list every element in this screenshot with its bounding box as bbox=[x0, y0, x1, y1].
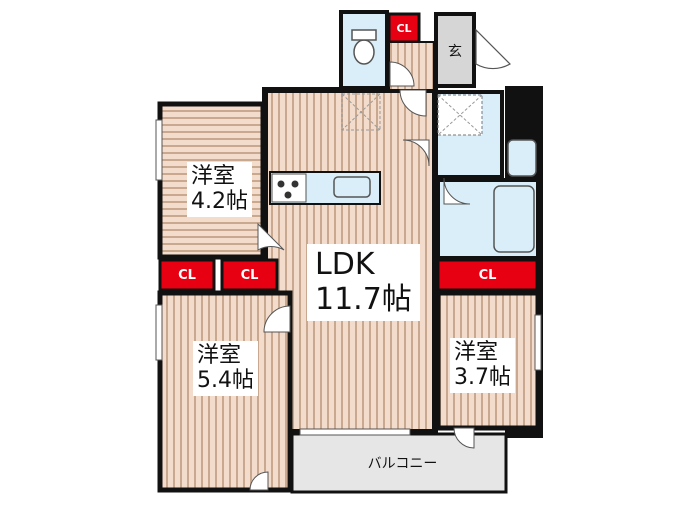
label-yoshitsu-a: 洋室 4.2帖 bbox=[187, 162, 252, 217]
entrance-door-swing bbox=[475, 28, 511, 70]
door-swing-5 bbox=[399, 89, 427, 117]
closet-3 bbox=[436, 258, 539, 292]
room-name: 洋室 bbox=[454, 340, 499, 365]
closet-label-1: CL bbox=[178, 267, 196, 283]
burner-3 bbox=[284, 191, 292, 199]
room-size: 5.4帖 bbox=[197, 368, 254, 394]
closet-label-2: CL bbox=[240, 267, 259, 283]
door-swing-4 bbox=[402, 139, 430, 167]
burner-2 bbox=[291, 180, 299, 188]
toilet-bowl bbox=[353, 39, 375, 65]
stove bbox=[271, 173, 307, 203]
door-swing-1 bbox=[257, 222, 285, 251]
washer-space bbox=[437, 94, 483, 136]
closet-label-4: CL bbox=[396, 21, 412, 35]
window-left-1 bbox=[155, 119, 163, 181]
closet-2 bbox=[220, 258, 279, 292]
label-yoshitsu-b: 洋室 5.4帖 bbox=[193, 341, 258, 396]
closet-label-3: CL bbox=[478, 267, 497, 283]
door-swing-8 bbox=[249, 471, 269, 491]
label-yoshitsu-c: 洋室 3.7帖 bbox=[450, 338, 515, 393]
burner-1 bbox=[277, 180, 285, 188]
entrance-area bbox=[434, 12, 476, 88]
window-right-1 bbox=[534, 314, 542, 371]
closet-1 bbox=[158, 258, 216, 292]
entrance-label: 玄 bbox=[448, 44, 462, 60]
sliding-door-balcony bbox=[299, 428, 411, 436]
room-name: 洋室 bbox=[191, 164, 236, 189]
room-size: 4.2帖 bbox=[191, 189, 248, 215]
balcony-label: バルコニー bbox=[367, 456, 438, 472]
room-name: LDK bbox=[315, 247, 375, 282]
toilet-tank bbox=[351, 29, 377, 41]
wash-basin bbox=[507, 139, 537, 177]
bathtub bbox=[493, 185, 535, 253]
door-swing-3 bbox=[443, 177, 471, 205]
fridge-space bbox=[341, 93, 381, 131]
fridge-x2 bbox=[341, 93, 381, 131]
room-name: 洋室 bbox=[197, 343, 242, 368]
label-ldk: LDK 11.7帖 bbox=[307, 244, 420, 321]
window-left-2 bbox=[155, 304, 163, 361]
door-swing-2 bbox=[263, 305, 291, 333]
room-size: 11.7帖 bbox=[315, 281, 412, 317]
room-size: 3.7帖 bbox=[454, 365, 511, 391]
door-swing-6 bbox=[389, 61, 415, 87]
door-swing-7 bbox=[453, 427, 475, 449]
sink bbox=[333, 176, 371, 198]
